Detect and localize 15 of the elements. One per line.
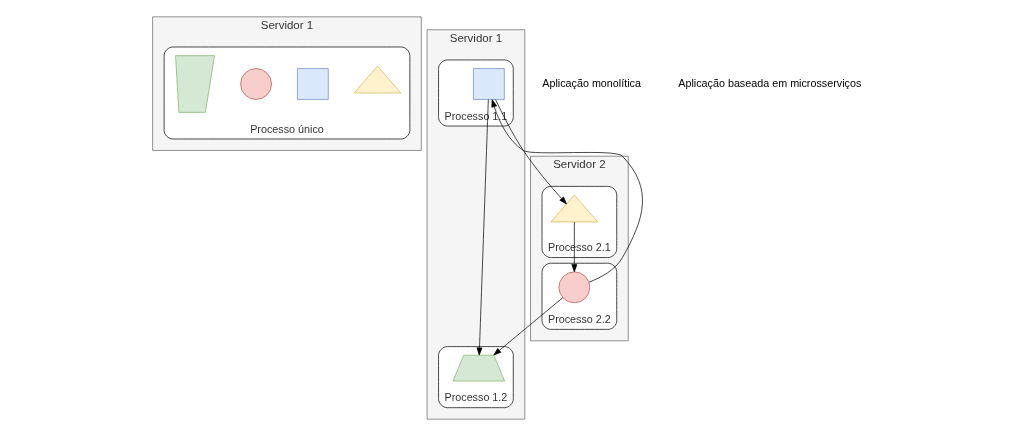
node-box [473, 68, 505, 100]
node-circle [240, 68, 272, 100]
arrow [491, 99, 643, 283]
label: Aplicação monolítica [542, 76, 641, 89]
cluster: Processo único [163, 46, 411, 140]
node-circle [558, 271, 591, 304]
arrow [493, 297, 564, 356]
arrow [571, 221, 578, 273]
arrow [476, 99, 489, 356]
node-triangle [353, 65, 402, 94]
arrow [495, 99, 567, 205]
node-polygon [175, 55, 215, 113]
label: Aplicação baseada em microsserviços [678, 76, 862, 89]
node-box [297, 68, 329, 100]
node-trapezium [452, 354, 506, 382]
